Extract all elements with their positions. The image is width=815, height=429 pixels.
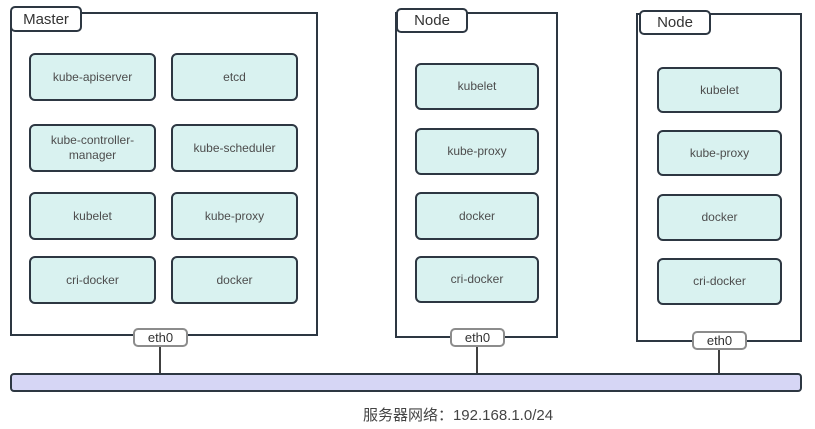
worker-node-2-eth0-interface: eth0 — [692, 331, 747, 350]
component-etcd: etcd — [171, 53, 298, 101]
worker-node-1-title: Node — [396, 8, 468, 33]
component-cri-docker-master: cri-docker — [29, 256, 156, 304]
master-network-connector — [159, 347, 161, 374]
component-cri-docker-node1: cri-docker — [415, 256, 539, 303]
server-network-bus — [10, 373, 802, 392]
worker-node-1-title-label: Node — [414, 12, 450, 29]
component-kube-proxy-node1: kube-proxy — [415, 128, 539, 175]
worker-node-1-eth0-interface: eth0 — [450, 328, 505, 347]
worker-node-2-title: Node — [639, 10, 711, 35]
component-kubelet-node1: kubelet — [415, 63, 539, 110]
worker-node-2-title-label: Node — [657, 14, 693, 31]
worker-node-1-network-connector — [476, 347, 478, 374]
component-kube-controller-manager: kube-controller-manager — [29, 124, 156, 172]
component-kubelet-node2: kubelet — [657, 67, 782, 113]
component-kube-scheduler: kube-scheduler — [171, 124, 298, 172]
component-kube-apiserver: kube-apiserver — [29, 53, 156, 101]
master-eth0-interface: eth0 — [133, 328, 188, 347]
component-kubelet-master: kubelet — [29, 192, 156, 240]
master-node-title-label: Master — [23, 10, 69, 28]
master-node-title: Master — [10, 6, 82, 32]
component-kube-proxy-node2: kube-proxy — [657, 130, 782, 176]
component-docker-master: docker — [171, 256, 298, 304]
component-docker-node2: docker — [657, 194, 782, 241]
network-caption: 服务器网络：192.168.1.0/24 — [362, 407, 554, 424]
component-kube-proxy-master: kube-proxy — [171, 192, 298, 240]
component-cri-docker-node2: cri-docker — [657, 258, 782, 305]
component-docker-node1: docker — [415, 192, 539, 240]
worker-node-2-network-connector — [718, 350, 720, 374]
